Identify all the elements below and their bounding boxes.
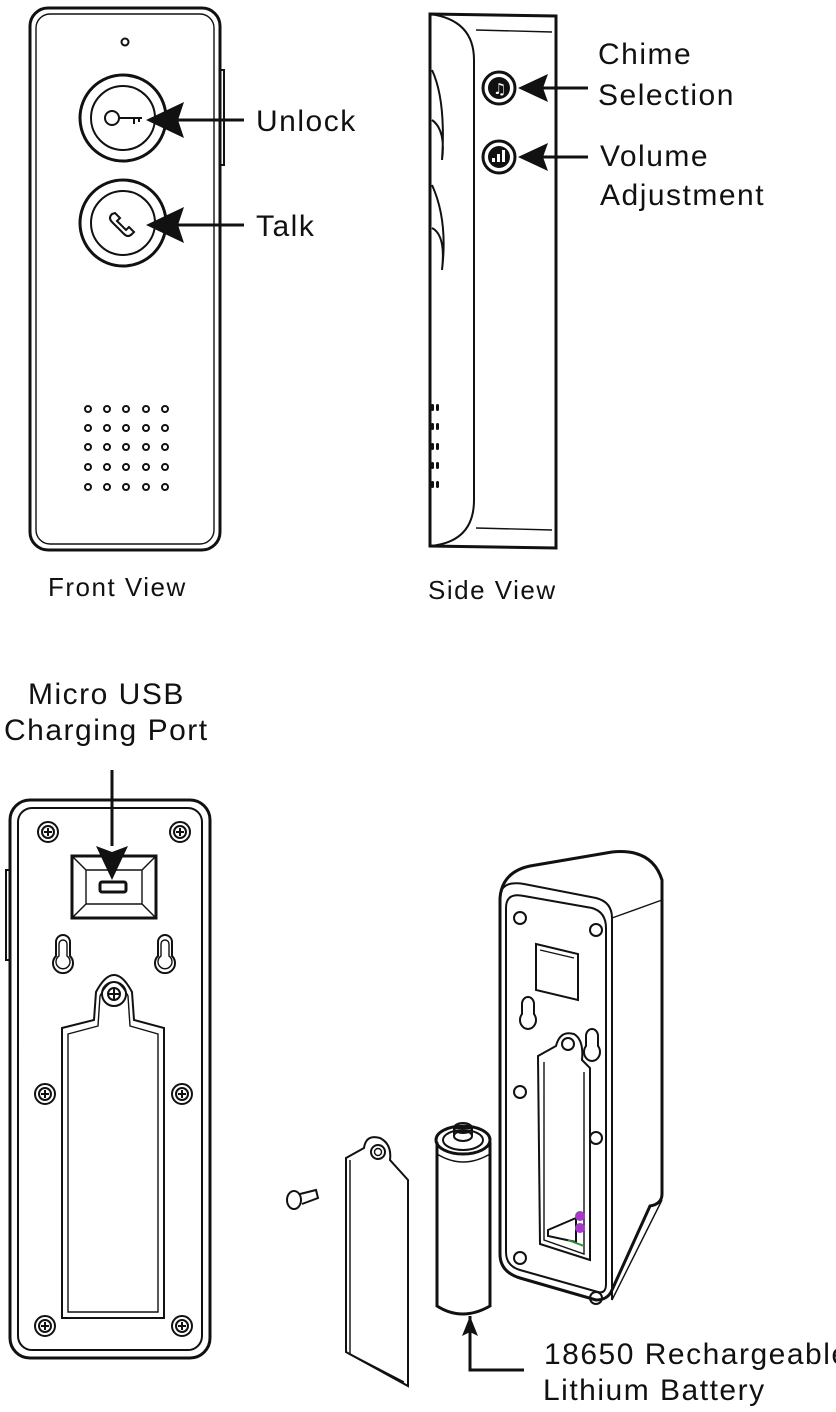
battery-cover-inner — [67, 981, 159, 1313]
front-side-button-edge — [220, 69, 225, 166]
volume-label-line2: Adjustment — [600, 179, 765, 212]
front-view: Unlock Talk Front View — [28, 6, 357, 602]
talk-label: Talk — [256, 210, 315, 243]
screw-icon — [171, 1315, 193, 1337]
camera-lens — [120, 37, 130, 47]
volume-label-line1: Volume — [600, 140, 709, 173]
usb-label-line2: Charging Port — [4, 714, 209, 747]
front-body-inner — [35, 13, 215, 545]
side-button-profile-2 — [431, 184, 445, 271]
side-front-face — [429, 13, 475, 547]
exploded-view: 18650 Rechargeable Lithium Battery — [286, 850, 836, 1407]
usb-label-line1: Micro USB — [28, 678, 185, 711]
battery-contacts — [547, 1211, 585, 1247]
chime-label-line2: Selection — [598, 79, 735, 112]
battery-18650 — [434, 1122, 492, 1316]
side-grille-dots — [431, 404, 439, 488]
loose-screw — [286, 1188, 320, 1210]
micro-usb-port — [70, 854, 158, 920]
housing-keyhole-left — [519, 996, 537, 1030]
back-screws — [34, 821, 193, 1337]
battery-compartment — [536, 1032, 591, 1262]
back-side-edge — [5, 869, 10, 961]
screw-icon — [34, 1083, 56, 1105]
unlock-label: Unlock — [256, 105, 357, 138]
back-body — [8, 798, 212, 1360]
unlock-arrow — [146, 102, 244, 138]
side-button-profile-1 — [431, 69, 444, 161]
volume-bars-icon — [492, 150, 505, 162]
side-body — [428, 12, 558, 550]
talk-arrow — [146, 207, 244, 243]
keyhole-hanger-right — [154, 934, 176, 975]
screw-icon — [37, 821, 59, 843]
speaker-grille — [84, 405, 169, 491]
cover-screw-icon — [101, 981, 127, 1007]
side-inner-line — [475, 29, 553, 531]
screw-icon — [34, 1315, 56, 1337]
screw-icon — [169, 821, 191, 843]
phone-icon — [109, 211, 136, 237]
keyhole-hanger-left — [52, 934, 74, 975]
back-body-inner — [17, 807, 203, 1351]
volume-arrow — [518, 143, 588, 171]
chime-button: ♫ — [481, 70, 517, 106]
side-view-caption: Side View — [428, 575, 557, 605]
front-view-caption: Front View — [48, 572, 187, 602]
front-body — [28, 6, 222, 552]
housing-usb-recess — [535, 942, 579, 1002]
usb-arrow — [96, 770, 128, 880]
key-icon — [104, 110, 142, 126]
back-view: Micro USB Charging Port — [4, 678, 212, 1360]
battery-arrow — [462, 1316, 524, 1372]
battery-label-line1: 18650 Rechargeable — [544, 1338, 836, 1371]
housing-keyhole-right — [583, 1028, 601, 1062]
chime-arrow — [518, 74, 588, 102]
removed-battery-cover — [345, 1136, 409, 1388]
volume-button — [481, 139, 517, 175]
open-housing — [498, 850, 664, 1305]
battery-label-line2: Lithium Battery — [543, 1374, 766, 1407]
music-note-icon: ♫ — [493, 80, 506, 98]
battery-cover — [61, 974, 165, 1319]
chime-label-line1: Chime — [598, 38, 692, 71]
side-view: ♫ Chime Selection Volume Adjustment Side… — [428, 12, 765, 605]
screw-icon — [171, 1083, 193, 1105]
